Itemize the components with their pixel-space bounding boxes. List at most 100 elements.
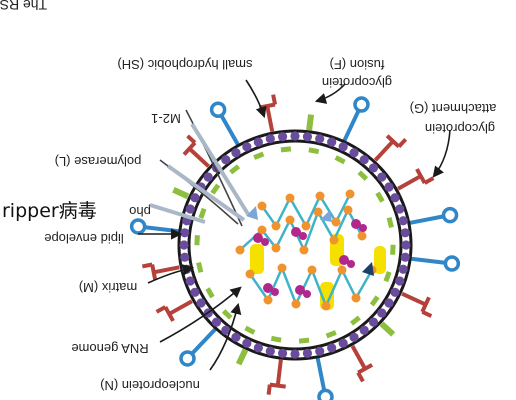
lipid-bead xyxy=(359,155,369,165)
f-tip xyxy=(356,371,365,383)
attachment-g-glycoprotein xyxy=(408,206,459,225)
overlay-text: ripper病毒 xyxy=(2,200,97,222)
label-m2-1: M2-1 xyxy=(151,111,181,126)
lipid-bead xyxy=(327,137,337,147)
lipid-bead xyxy=(377,308,387,318)
f-crossbar xyxy=(420,296,431,313)
lipid-bead xyxy=(221,155,231,165)
phosphoprotein-p xyxy=(320,210,332,222)
polymerase-l xyxy=(291,227,301,237)
lipid-bead xyxy=(315,346,325,356)
lipid-bead xyxy=(277,348,288,358)
lipid-bead xyxy=(398,264,408,274)
matrix-protein xyxy=(334,155,346,165)
lipid-bead xyxy=(390,287,400,297)
matrix-protein xyxy=(221,309,233,320)
f-tip xyxy=(266,384,272,395)
lipid-bead xyxy=(401,240,411,250)
lipid-bead xyxy=(327,343,337,353)
matrix-protein xyxy=(270,335,282,343)
lipid-bead xyxy=(190,287,200,297)
matrix-protein xyxy=(390,244,396,255)
f-stalk xyxy=(265,105,275,132)
fusion-f-glycoprotein xyxy=(350,345,374,383)
m2-1-protein xyxy=(374,246,386,274)
nucleoprotein xyxy=(263,295,273,305)
lipid-bead xyxy=(290,349,300,359)
f-crossbar xyxy=(269,382,286,389)
f-crossbar xyxy=(357,363,374,375)
lipid-bead xyxy=(395,204,405,214)
lipid-bead xyxy=(211,317,222,327)
nucleoprotein xyxy=(257,225,267,235)
g-stalk xyxy=(410,256,448,265)
lipid-bead xyxy=(231,148,241,158)
g-stalk xyxy=(142,225,180,234)
small-hydrophobic-sh-protein xyxy=(379,321,396,337)
matrix-protein xyxy=(280,146,292,153)
label-attachment-2: glycoprotein xyxy=(425,121,495,136)
nucleoprotein xyxy=(271,221,281,231)
title-text: The RSV virion xyxy=(0,0,47,13)
label-rna-genome: RNA genome xyxy=(71,341,148,356)
label-nucleoprotein: nucleoprotein (N) xyxy=(100,378,200,393)
nucleoprotein xyxy=(271,243,281,253)
lipid-bead xyxy=(338,142,348,152)
lipid-bead xyxy=(368,163,379,173)
polymerase-l xyxy=(339,255,349,265)
f-stalk xyxy=(275,359,283,386)
polymerase-l xyxy=(263,283,273,293)
arrow-m2-1 xyxy=(185,109,243,227)
lipid-bead xyxy=(242,338,252,348)
lipid-bead xyxy=(400,228,410,238)
f-tip xyxy=(186,134,197,145)
virion-interior xyxy=(235,189,386,311)
f-crossbar xyxy=(150,264,158,281)
lipid-bead xyxy=(242,142,252,152)
lipid-bead xyxy=(265,134,275,144)
lipid-bead xyxy=(390,193,400,203)
lipid-bead xyxy=(290,131,300,141)
lipid-bead xyxy=(179,240,189,250)
matrix-protein xyxy=(375,191,385,203)
nucleoprotein xyxy=(357,231,367,241)
nucleoprotein xyxy=(345,189,355,199)
lipid-bead xyxy=(395,276,405,286)
arrow-attachment xyxy=(432,129,451,178)
g-head xyxy=(353,96,370,113)
interior-pointer-arrows xyxy=(149,122,250,224)
g-stalk xyxy=(315,356,327,394)
f-crossbar xyxy=(415,168,427,185)
phosphoprotein-p xyxy=(246,206,258,220)
matrix-protein xyxy=(369,295,380,307)
lipid-bead xyxy=(203,172,213,182)
matrix-protein xyxy=(229,164,241,175)
lipid-bead xyxy=(349,332,359,342)
lipid-bead xyxy=(253,343,263,353)
nucleoprotein xyxy=(235,245,245,255)
f-tip xyxy=(421,310,433,318)
fusion-f-glycoprotein xyxy=(258,94,278,132)
small-hydrophobic-sh-protein xyxy=(172,187,190,200)
lipid-bead xyxy=(377,172,387,182)
lipid-bead xyxy=(253,137,263,147)
g-head xyxy=(443,255,461,272)
lipid-bead xyxy=(231,332,241,342)
g-head xyxy=(129,218,147,235)
matrix-protein xyxy=(205,287,215,299)
polymerase-l xyxy=(359,224,367,232)
pointer-polymerase xyxy=(166,164,246,222)
small-hydrophobic-sh-protein xyxy=(235,348,249,366)
lipid-bead xyxy=(180,228,190,238)
polymerase-l xyxy=(271,288,279,296)
lipid-bead xyxy=(190,193,200,203)
attachment-g-glycoprotein xyxy=(410,255,461,272)
virion-particle xyxy=(129,94,461,400)
phosphoprotein-p xyxy=(362,262,374,276)
matrix-protein xyxy=(357,170,369,181)
m2-1-protein xyxy=(250,244,264,274)
attachment-g-glycoprotein xyxy=(209,101,240,146)
pointer-phosphoprotein xyxy=(149,203,206,224)
f-stalk xyxy=(188,147,210,168)
arrow-fusion xyxy=(314,83,346,104)
